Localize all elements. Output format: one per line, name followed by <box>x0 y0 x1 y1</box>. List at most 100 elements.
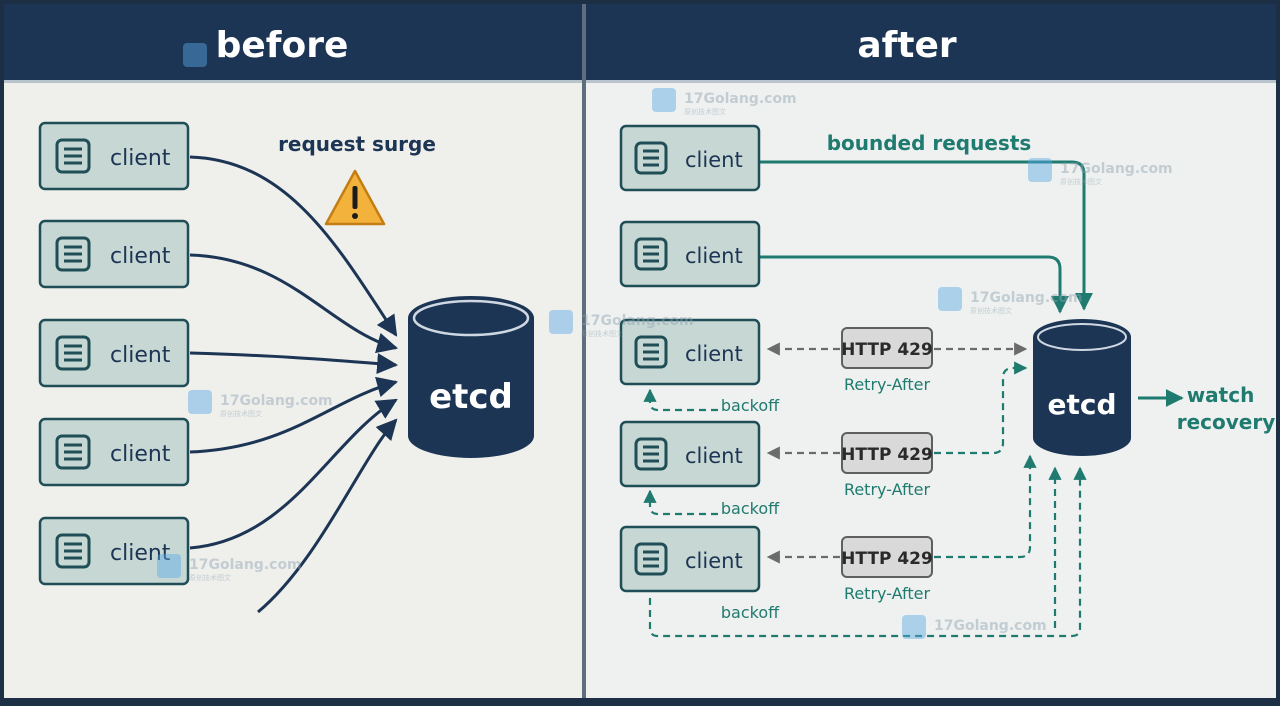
watch-recovery-label: watch recovery <box>1177 383 1276 434</box>
watermark-subtext: 原创技术图文 <box>1060 177 1102 186</box>
watermark-logo-icon <box>549 310 573 334</box>
surge-arrow <box>189 351 399 375</box>
surge-arrow <box>189 376 399 454</box>
backoff-label: backoff <box>721 603 780 622</box>
before-client: client <box>38 219 190 289</box>
backoff-loop <box>643 388 718 412</box>
watermark-logo-icon <box>188 390 212 414</box>
bounded-requests-label: bounded requests <box>827 131 1032 155</box>
after-client: client <box>619 220 761 288</box>
watermark-logo-icon <box>938 287 962 311</box>
after-panel: after <box>586 4 1276 698</box>
after-client: client <box>619 420 761 488</box>
watermark-subtext: 原创技术图文 <box>970 306 1012 315</box>
backoff-label: backoff <box>721 396 780 415</box>
watermark-text: 17Golang.com <box>684 91 797 107</box>
watermark-logo-icon <box>1028 158 1052 182</box>
before-surge-arrows <box>189 155 399 614</box>
document-list-icon <box>634 542 668 576</box>
watermark-subtext: 原创技术图文 <box>581 329 623 338</box>
document-list-icon <box>634 141 668 175</box>
watermark <box>183 43 207 67</box>
etcd-label: etcd <box>429 377 513 417</box>
bounded-request-line <box>760 255 1069 314</box>
client-label: client <box>685 244 743 268</box>
client-label: client <box>685 549 743 573</box>
surge-arrow <box>257 418 398 614</box>
before-client: client <box>38 121 190 191</box>
watermark-subtext: 原创技术图文 <box>220 409 262 418</box>
watermark-text: 17Golang.com <box>220 393 333 409</box>
http429-label: HTTP 429 <box>841 340 933 360</box>
after-client: client <box>619 124 761 192</box>
watermark: 17Golang.com 原创技术图文 <box>938 287 1083 315</box>
watermark: 17Golang.com 原创技术图文 <box>157 554 302 582</box>
watermark-logo-icon <box>902 615 926 639</box>
client-label: client <box>110 244 171 269</box>
client-label: client <box>685 342 743 366</box>
http429-badge: HTTP 429 <box>841 432 933 474</box>
document-list-icon <box>634 237 668 271</box>
request-surge-label: request surge <box>278 132 436 156</box>
watch-label: watch <box>1187 383 1255 407</box>
before-client: client <box>38 516 190 586</box>
document-list-icon <box>55 236 91 272</box>
after-title: after <box>857 25 957 66</box>
retry-line <box>934 454 1037 559</box>
before-etcd-database: etcd <box>408 296 534 458</box>
document-list-icon <box>55 335 91 371</box>
retry-after-label: Retry-After <box>844 375 931 394</box>
watermark: 17Golang.com 原创技术图文 <box>549 310 694 338</box>
client-label: client <box>110 541 171 566</box>
http429-label: HTTP 429 <box>841 445 933 465</box>
after-client: client <box>619 525 761 593</box>
watermark: 17Golang.com 原创技术图文 <box>652 88 797 116</box>
recovery-label: recovery <box>1177 410 1276 434</box>
backoff-loop <box>643 489 718 516</box>
before-client: client <box>38 417 190 487</box>
after-client: client <box>619 318 761 386</box>
http429-badge: HTTP 429 <box>841 536 933 578</box>
document-list-icon <box>634 335 668 369</box>
watermark-text: 17Golang.com <box>970 290 1083 306</box>
watermark: 17Golang.com <box>902 615 1047 639</box>
document-list-icon <box>634 437 668 471</box>
after-retry-lines <box>643 342 1087 638</box>
watermark-text: 17Golang.com <box>934 618 1047 634</box>
document-list-icon <box>55 533 91 569</box>
watermark-logo-icon <box>652 88 676 112</box>
watermark-logo-icon <box>183 43 207 67</box>
watermark-subtext: 原创技术图文 <box>684 107 726 116</box>
bounded-request-line <box>760 160 1093 311</box>
etcd-label: etcd <box>1047 388 1116 421</box>
after-bounded-lines <box>760 160 1093 314</box>
after-etcd-database: etcd <box>1033 319 1131 456</box>
retry-after-label: Retry-After <box>844 480 931 499</box>
client-label: client <box>110 442 171 467</box>
watermark-text: 17Golang.com <box>189 557 302 573</box>
client-label: client <box>685 444 743 468</box>
before-client: client <box>38 318 190 388</box>
backoff-label: backoff <box>721 499 780 518</box>
surge-arrow <box>189 253 399 354</box>
before-title: before <box>216 25 349 66</box>
panel-divider <box>582 4 586 698</box>
client-label: client <box>685 148 743 172</box>
document-list-icon <box>55 434 91 470</box>
http429-label: HTTP 429 <box>841 549 933 569</box>
warning-triangle-icon <box>324 169 386 226</box>
client-label: client <box>110 146 171 171</box>
watermark-text: 17Golang.com <box>581 313 694 329</box>
surge-arrow <box>189 398 398 550</box>
surge-arrow <box>189 155 398 337</box>
watermark: 17Golang.com 原创技术图文 <box>188 390 333 418</box>
retry-line <box>934 361 1028 455</box>
watermark-logo-icon <box>157 554 181 578</box>
client-label: client <box>110 343 171 368</box>
document-list-icon <box>55 138 91 174</box>
watermark-subtext: 原创技术图文 <box>189 573 231 582</box>
watermark-text: 17Golang.com <box>1060 161 1173 177</box>
retry-after-label: Retry-After <box>844 584 931 603</box>
